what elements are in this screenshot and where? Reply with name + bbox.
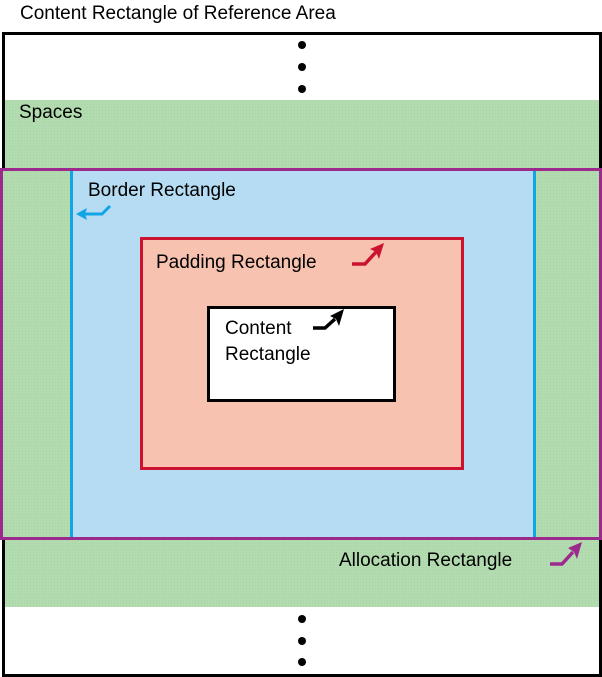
spaces-label: Spaces [19,102,83,123]
padding-arrow-icon [352,243,384,266]
ellipsis-dot-bottom-3 [298,658,306,666]
space-after-band [5,539,599,607]
content-rectangle-label-line1: Content [225,318,292,339]
allocation-arrow-icon [550,542,582,566]
content-rectangle-label-line2: Rectangle [225,344,311,365]
ellipsis-dot-top-2 [298,63,306,71]
allocation-rectangle-label: Allocation Rectangle [339,550,513,571]
border-rectangle-label: Border Rectangle [88,180,236,201]
ellipsis-dot-top-1 [298,41,306,49]
ellipsis-dot-top-3 [298,85,306,93]
content-rectangle [207,306,396,402]
space-before-band [5,100,599,170]
padding-rectangle-label: Padding Rectangle [156,252,317,273]
content-arrow-icon [313,309,344,330]
ellipsis-dot-bottom-2 [298,637,306,645]
border-arrow-icon [76,204,112,220]
ellipsis-dot-bottom-1 [298,615,306,623]
allocation-rectangle [0,168,602,540]
diagram-title: Content Rectangle of Reference Area [20,3,336,24]
